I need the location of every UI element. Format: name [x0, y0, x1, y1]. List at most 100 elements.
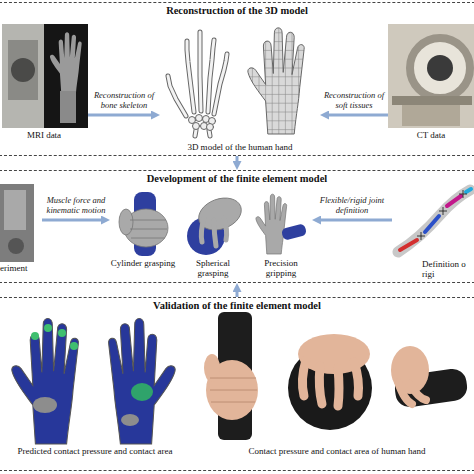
finger-bone	[200, 32, 201, 111]
finger-lines	[130, 220, 167, 238]
mri-machine	[2, 24, 46, 128]
panel-caption: eriment	[0, 263, 42, 273]
carpal-bone	[193, 123, 200, 130]
mri-photo	[2, 24, 88, 128]
finger-bone	[214, 54, 227, 114]
fe-thumb	[119, 209, 133, 235]
panel-caption: Definition o rigi	[392, 259, 474, 279]
mri-hand-image	[50, 32, 82, 92]
pressure-spot	[44, 324, 52, 332]
finger-bone	[187, 41, 194, 112]
flow-arrow	[325, 114, 388, 117]
finger-bone	[208, 40, 214, 112]
mesh-grid	[246, 24, 308, 134]
edge-label: Muscle force and kinematic motion	[45, 195, 107, 215]
section-heading: Reconstruction of the 3D model	[0, 3, 474, 17]
thumb-bone	[168, 76, 186, 116]
figure-panel: CT data	[388, 22, 474, 140]
lab-equipment	[4, 190, 26, 230]
flow-arrow	[88, 114, 155, 117]
human-fingers	[302, 360, 358, 406]
panel-caption: MRI data	[0, 130, 88, 140]
rigid-segment	[425, 216, 439, 232]
flow-arrow	[236, 156, 239, 165]
mri-forearm-image	[60, 91, 76, 123]
figure-panel: Precision gripping	[250, 188, 312, 278]
figure-panel: eriment	[0, 183, 42, 273]
fe-hand-pressure	[12, 319, 79, 444]
finger-lines	[210, 378, 257, 402]
flow-arrow	[236, 288, 239, 297]
edge-label: Flexible/rigid joint definition	[315, 195, 389, 215]
sphere-grasp-model	[187, 192, 246, 255]
mri-screen	[44, 24, 88, 128]
mri-machine	[8, 40, 38, 100]
contact-area	[33, 397, 57, 413]
fe-hand	[256, 194, 287, 254]
finger-bones	[398, 190, 470, 252]
figure-panel: MRI data	[0, 22, 88, 140]
ct-bed	[392, 96, 472, 105]
precision-grip-model	[256, 194, 307, 254]
radius-bone	[195, 130, 196, 136]
lab-equipment	[8, 238, 24, 254]
panel-caption: CT data	[388, 130, 474, 140]
figure-panel: Cylinder grasping	[110, 188, 176, 268]
pressure-spot	[31, 332, 39, 340]
grasp-photos	[204, 312, 469, 440]
flow-arrow	[42, 219, 105, 222]
finger-bone	[187, 41, 194, 112]
panel-caption: Cylinder grasping	[110, 258, 176, 268]
fe-fingers	[201, 218, 226, 246]
section-band: Development of the finite element model e…	[0, 170, 474, 283]
section-band: Reconstruction of the 3D modelMRI data 3D…	[0, 2, 474, 156]
rigid-segment	[466, 189, 471, 192]
panel-caption: Spherical grasping	[180, 258, 246, 278]
carpal-bone	[207, 124, 214, 131]
cylinder-grasp-model	[119, 192, 168, 256]
lab-photo	[0, 184, 34, 262]
panel-caption: 3D model of the human hand	[160, 142, 320, 152]
mri-bore	[11, 58, 35, 82]
figure-panel: 3D model of the human hand	[160, 20, 320, 152]
radius-bone	[195, 130, 196, 136]
figure-panel: Spherical grasping	[180, 188, 246, 278]
section-heading: Validation of the finite element model	[0, 298, 474, 312]
ct-base	[402, 105, 460, 126]
ct-gantry	[410, 38, 470, 98]
finger-bone	[200, 32, 201, 111]
pressure-spot	[70, 342, 78, 350]
mesh-lines	[246, 24, 308, 134]
ct-room	[388, 24, 474, 128]
edge-label: Reconstruction of bone skeleton	[91, 90, 157, 110]
section-heading: Development of the finite element model	[0, 171, 474, 185]
flow-arrow	[317, 219, 392, 222]
section-band: Validation of the finite element modelPr…	[0, 297, 474, 471]
contact-area	[131, 383, 153, 401]
experiment-photo	[0, 184, 34, 262]
bone-outline	[168, 32, 227, 136]
finger-bone	[214, 54, 227, 114]
small-cylinder	[281, 223, 307, 241]
pressure-spot	[58, 329, 66, 337]
hand-outline	[248, 28, 304, 134]
ct-bore	[427, 55, 453, 81]
panel-caption: Precision gripping	[250, 258, 312, 278]
figure-panel: Definition o rigi	[392, 183, 474, 279]
predicted-pressure-hands	[12, 319, 175, 444]
joint-definition-model	[398, 189, 471, 252]
fe-hand-pressure	[109, 319, 176, 444]
wrist-bones	[189, 115, 216, 131]
figure-panel: Contact pressure and contact area of hum…	[200, 310, 474, 456]
bone-fill	[168, 32, 227, 136]
contact-area	[121, 414, 139, 426]
hand-mesh	[246, 24, 308, 134]
joint-axes	[417, 190, 467, 240]
ct-photo	[388, 24, 474, 128]
hand-surface	[248, 28, 304, 134]
finger-bone	[208, 40, 214, 112]
bone-skeleton	[168, 32, 227, 136]
thumb-bone	[168, 76, 186, 116]
